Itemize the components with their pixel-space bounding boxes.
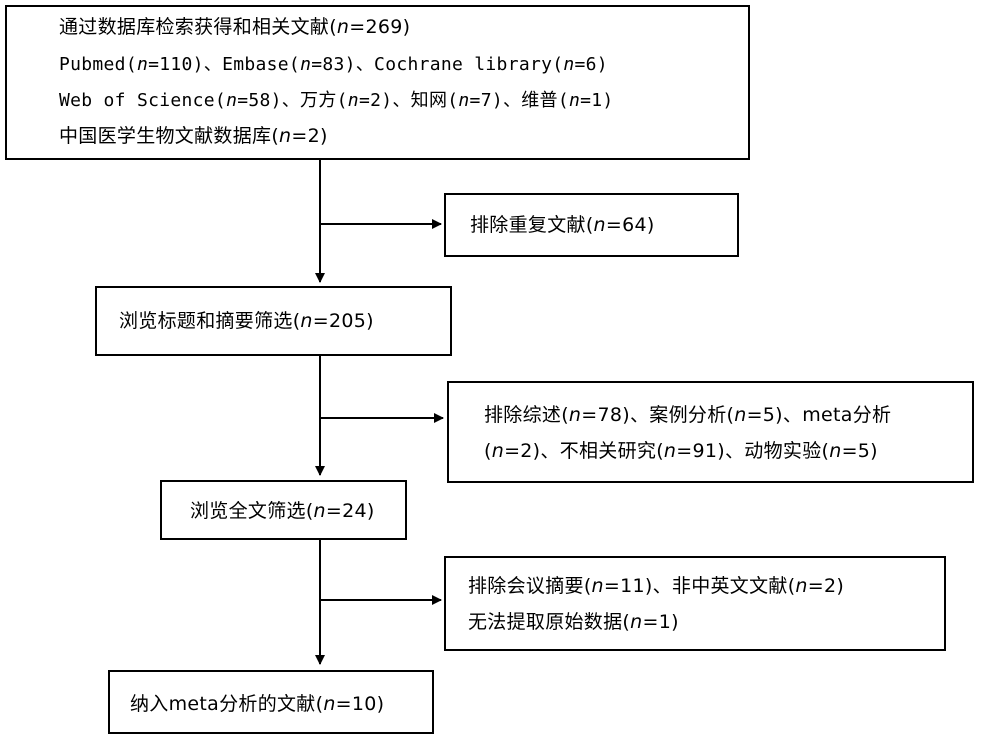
exclude-reviews-line-1: 排除综述(n=78)、案例分析(n=5)、meta分析 [484, 404, 892, 426]
exclude-meeting-line-2: 无法提取原始数据(n=1) [468, 611, 679, 633]
search-line-2: Pubmed(n=110)、Embase(n=83)、Cochrane libr… [59, 54, 608, 75]
search-line-4: 中国医学生物文献数据库(n=2) [59, 125, 328, 147]
box-exclude-meeting: 排除会议摘要(n=11)、非中英文文献(n=2) 无法提取原始数据(n=1) [444, 556, 946, 651]
fulltext-screening-text: 浏览全文筛选(n=24) [190, 500, 375, 522]
exclude-reviews-line-2: (n=2)、不相关研究(n=91)、动物实验(n=5) [484, 440, 878, 462]
box-database-search: 通过数据库检索获得和相关文献(n=269) Pubmed(n=110)、Emba… [5, 5, 750, 160]
box-title-abstract-screening: 浏览标题和摘要筛选(n=205) [95, 286, 452, 356]
box-included-studies: 纳入meta分析的文献(n=10) [108, 670, 434, 734]
exclude-duplicates-text: 排除重复文献(n=64) [470, 214, 655, 236]
search-line-3: Web of Science(n=58)、万方(n=2)、知网(n=7)、维普(… [59, 90, 614, 111]
box-exclude-reviews: 排除综述(n=78)、案例分析(n=5)、meta分析 (n=2)、不相关研究(… [447, 381, 974, 483]
included-studies-text: 纳入meta分析的文献(n=10) [130, 693, 385, 715]
title-screening-text: 浏览标题和摘要筛选(n=205) [119, 310, 374, 332]
box-fulltext-screening: 浏览全文筛选(n=24) [160, 480, 407, 540]
box-exclude-duplicates: 排除重复文献(n=64) [444, 193, 739, 257]
exclude-meeting-line-1: 排除会议摘要(n=11)、非中英文文献(n=2) [468, 575, 845, 597]
search-line-1: 通过数据库检索获得和相关文献(n=269) [59, 16, 411, 38]
